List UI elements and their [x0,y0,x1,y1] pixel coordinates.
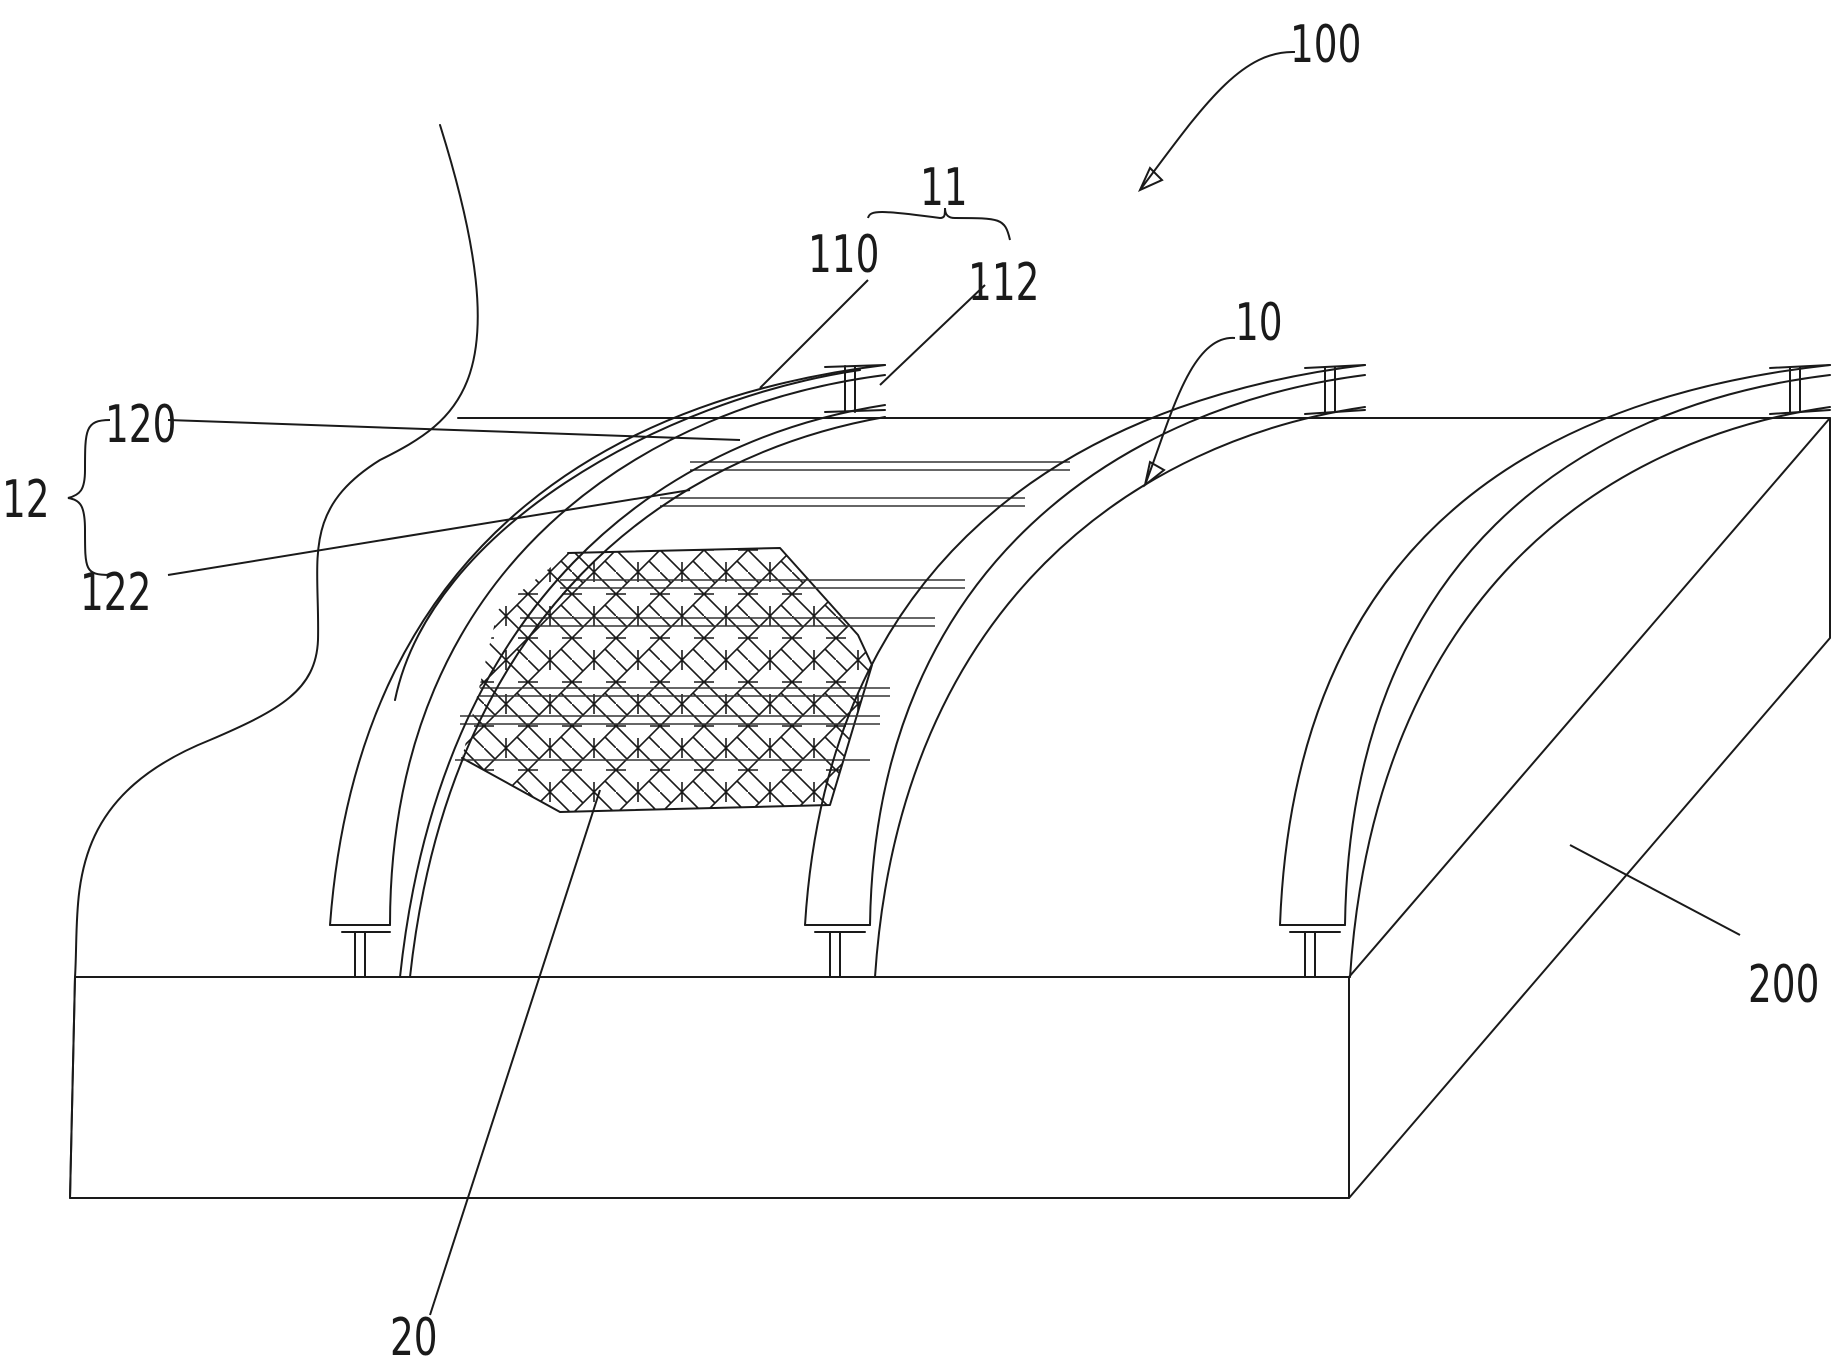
arch-front [329,364,886,978]
label-assembly: 100 [1290,14,1361,75]
label-mesh: 20 [390,1307,438,1363]
label-arch-inner: 112 [968,252,1039,313]
label-base: 200 [1748,954,1819,1015]
label-arch-unit: 10 [1235,292,1283,353]
leader-lines [67,50,1741,1316]
base-block [69,417,1831,1199]
arch-middle [804,364,1366,978]
label-arch-outer: 110 [808,224,879,285]
mesh-panel [461,547,873,813]
label-brace-upper: 120 [105,394,176,455]
label-brace-group: 12 [2,469,50,530]
cutaway-boundary [69,124,479,1199]
label-brace-lower: 122 [80,562,151,623]
longitudinal-braces [455,461,1070,761]
label-arch-group: 11 [920,157,968,218]
arch-rear [1279,364,1831,978]
